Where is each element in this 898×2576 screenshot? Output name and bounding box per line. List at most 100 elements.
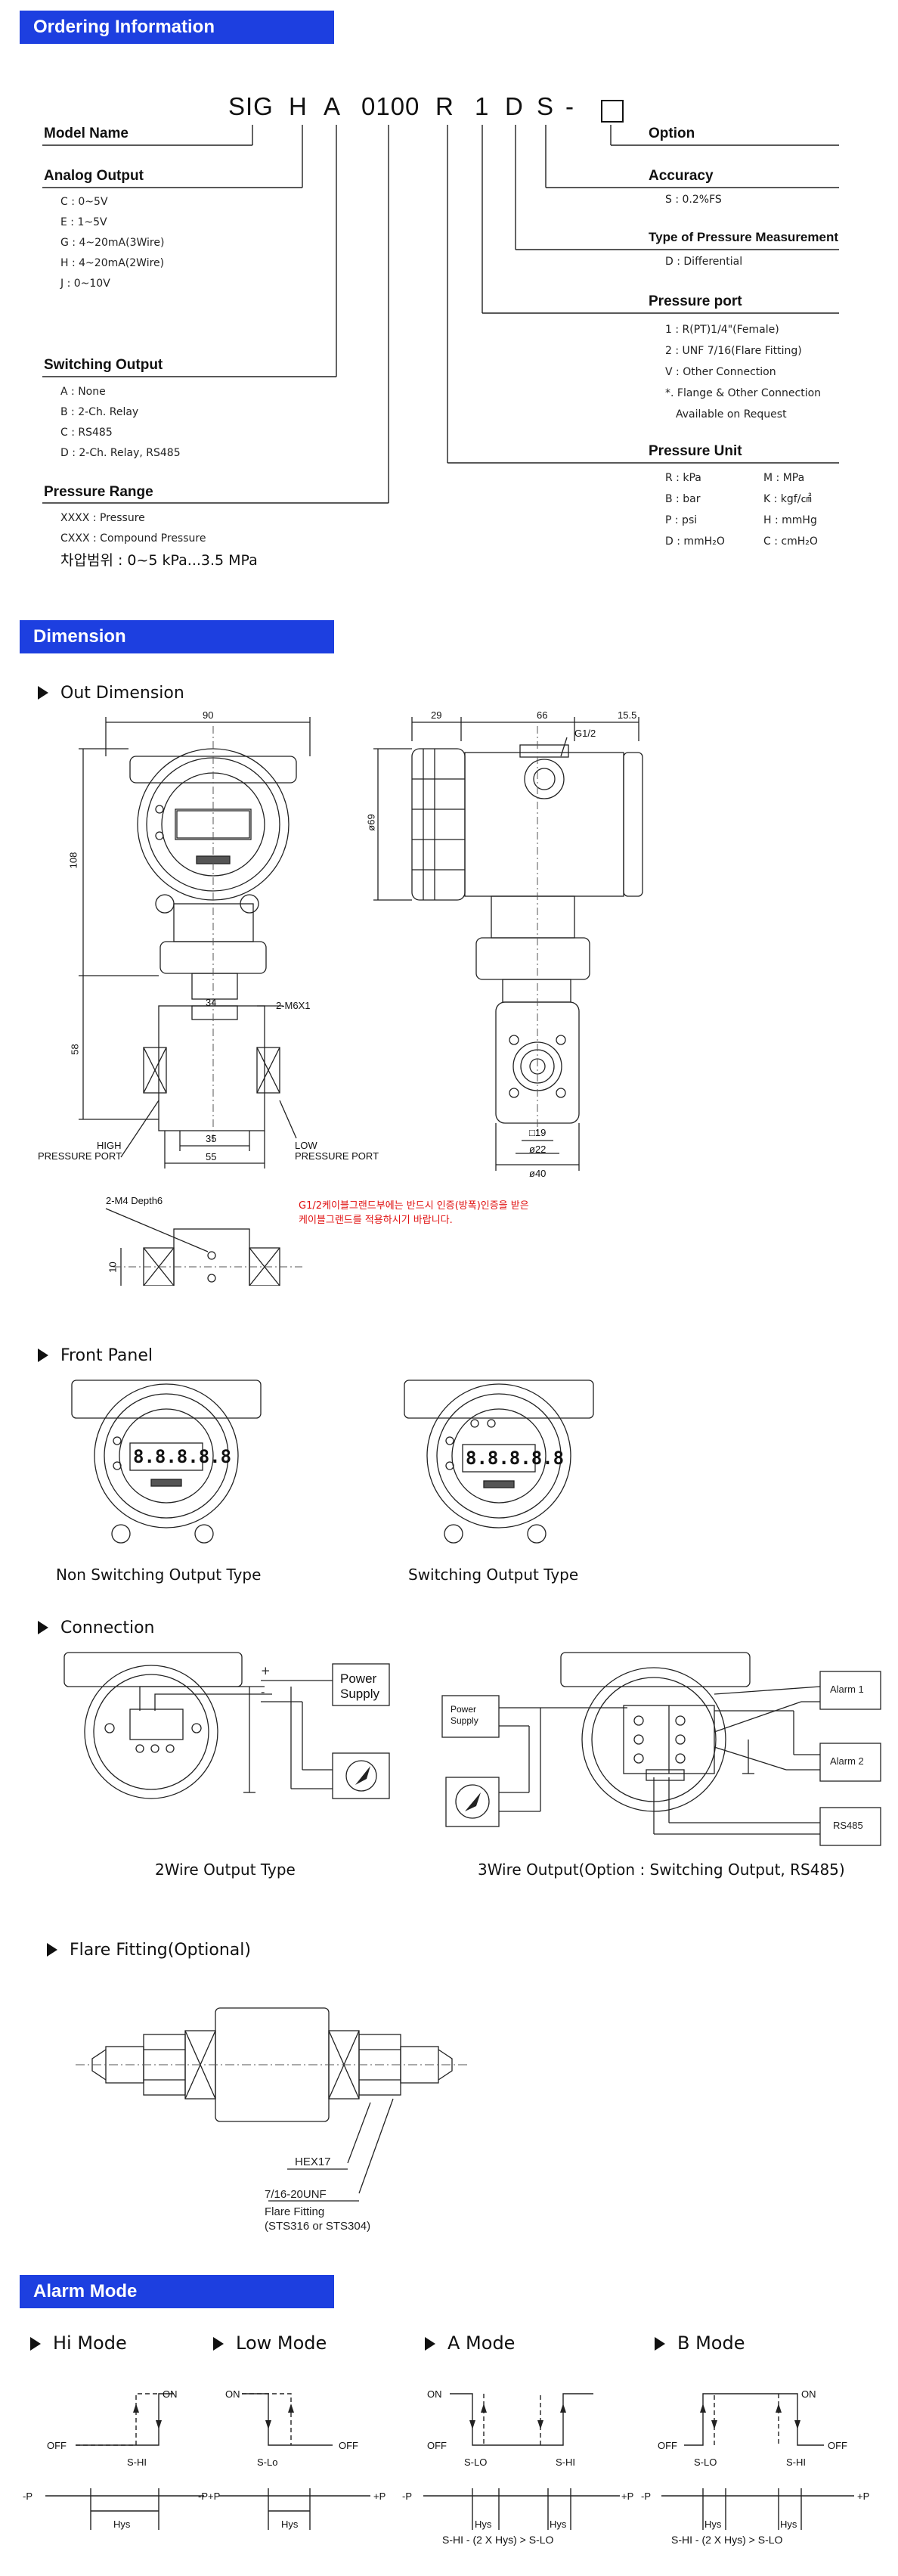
- b-hys-1: Hys: [704, 2519, 722, 2530]
- pressure-unit-title: Pressure Unit: [649, 443, 742, 459]
- analog-output-title: Analog Output: [44, 168, 144, 184]
- pressure-unit-right: M : MPa K : kgf/㎠ H : mmHg C : cmH₂O: [763, 472, 818, 548]
- triangle-bullet-icon: [30, 2337, 41, 2351]
- dim-90: 90: [203, 709, 214, 721]
- switching-output-title: Switching Output: [44, 357, 163, 373]
- triangle-bullet-icon: [425, 2337, 435, 2351]
- three-wire-caption: 3Wire Output(Option : Switching Output, …: [478, 1861, 845, 1879]
- pressure-unit-left: R : kPa B : bar P : psi D : mmH₂O: [665, 472, 725, 548]
- pressure-port-title: Pressure port: [649, 293, 742, 309]
- dim-m6: 2-M6X1: [276, 1000, 311, 1011]
- b-set-lo: S-LO: [694, 2457, 717, 2468]
- hi-pos-p: +P: [208, 2491, 221, 2502]
- dim-d40: ø40: [529, 1168, 547, 1179]
- a-hys-1: Hys: [475, 2519, 492, 2530]
- a-pos-p: +P: [621, 2491, 634, 2502]
- flare-fitting-note: Flare Fitting(STS316 or STS304): [265, 2205, 371, 2233]
- code-0100: 0100: [361, 92, 420, 120]
- front-panel-heading: Front Panel: [38, 1346, 153, 1365]
- measurement-item: D : Differential: [665, 256, 743, 268]
- triangle-bullet-icon: [38, 1349, 48, 1362]
- a-hys-2: Hys: [550, 2519, 567, 2530]
- low-label: LOW: [295, 1140, 317, 1151]
- b-mode-heading: B Mode: [655, 2332, 745, 2354]
- a-off-label: OFF: [427, 2440, 447, 2451]
- triangle-bullet-icon: [38, 1621, 48, 1634]
- a-set-hi: S-HI: [556, 2457, 575, 2468]
- accuracy-title: Accuracy: [649, 168, 714, 184]
- minus-sign-2wire: -: [261, 1685, 265, 1699]
- a-formula: S-HI - (2 X Hys) > S-LO: [442, 2534, 554, 2546]
- a-set-lo: S-LO: [464, 2457, 488, 2468]
- option-label: Option: [649, 126, 695, 141]
- b-off-label-2: OFF: [828, 2440, 847, 2451]
- pressure-range-title: Pressure Range: [44, 484, 153, 500]
- hi-set-label: S-HI: [127, 2457, 147, 2468]
- dim-29: 29: [431, 709, 442, 721]
- low-hys-label: Hys: [281, 2519, 299, 2530]
- pressure-range-list: XXXX : Pressure CXXX : Compound Pressure: [60, 512, 206, 545]
- b-set-hi: S-HI: [786, 2457, 806, 2468]
- code-1: 1: [475, 92, 490, 120]
- connection-heading: Connection: [38, 1619, 154, 1637]
- model-name-label: Model Name: [44, 126, 129, 141]
- out-dimension-heading: Out Dimension: [38, 684, 184, 703]
- triangle-bullet-icon: [47, 1943, 57, 1957]
- dim-15-5: 15.5: [618, 709, 637, 721]
- code-sig: SIG: [228, 92, 274, 120]
- b-formula: S-HI - (2 X Hys) > S-LO: [671, 2534, 783, 2546]
- hi-hys-label: Hys: [113, 2519, 131, 2530]
- pressure-range-note: 차압범위 : 0~5 kPa...3.5 MPa: [60, 552, 258, 569]
- flare-drawing: [76, 2007, 469, 2202]
- hi-on-label: ON: [163, 2388, 178, 2400]
- hi-off-label: OFF: [47, 2440, 67, 2451]
- alarm-section-header: Alarm Mode: [20, 2275, 334, 2308]
- low-neg-p: -P: [198, 2491, 208, 2502]
- hi-mode-heading: Hi Mode: [30, 2332, 127, 2354]
- code-a: A: [324, 92, 342, 120]
- connection-drawing: [63, 1652, 881, 1846]
- a-mode-heading: A Mode: [425, 2332, 515, 2354]
- code-d: D: [505, 92, 524, 120]
- front-panel-drawing: [71, 1380, 594, 1544]
- dim-g12: G1/2: [574, 728, 596, 739]
- dim-35: 35: [206, 1133, 217, 1144]
- code-h: H: [289, 92, 308, 120]
- b-neg-p: -P: [641, 2491, 651, 2502]
- switching-caption: Switching Output Type: [408, 1566, 579, 1584]
- pressure-port-list: 1 : R(PT)1/4"(Female) 2 : UNF 7/16(Flare…: [665, 324, 822, 421]
- low-set-label: S-Lo: [257, 2457, 278, 2468]
- hi-neg-p: -P: [23, 2491, 33, 2502]
- non-switching-caption: Non Switching Output Type: [56, 1566, 262, 1584]
- code-r: R: [435, 92, 454, 120]
- analog-output-list: C : 0~5V E : 1~5V G : 4~20mA(3Wire) H : …: [60, 196, 165, 290]
- cable-gland-warning: G1/2케이블그랜드부에는 반드시 인증(방폭)인증을 받은 케이블그랜드를 적…: [299, 1200, 529, 1226]
- measurement-title: Type of Pressure Measurement: [649, 230, 838, 244]
- a-neg-p: -P: [402, 2491, 412, 2502]
- triangle-bullet-icon: [38, 686, 48, 700]
- high-port-label: PRESSURE PORT: [38, 1150, 122, 1162]
- display-digits-1: 8.8.8.8.8: [133, 1446, 232, 1467]
- high-label: HIGH: [97, 1140, 122, 1151]
- low-pos-p: +P: [373, 2491, 386, 2502]
- low-mode-heading: Low Mode: [213, 2332, 327, 2354]
- a-on-label: ON: [427, 2388, 442, 2400]
- triangle-bullet-icon: [213, 2337, 224, 2351]
- b-off-label: OFF: [658, 2440, 677, 2451]
- b-on-label: ON: [801, 2388, 816, 2400]
- hex17-label: HEX17: [295, 2155, 331, 2168]
- rs485-box: RS485: [833, 1820, 863, 1831]
- low-off-label: OFF: [339, 2440, 358, 2451]
- b-hys-2: Hys: [780, 2519, 797, 2530]
- accuracy-item: S : 0.2%FS: [665, 194, 722, 206]
- triangle-bullet-icon: [655, 2337, 665, 2351]
- dim-m4: 2-M4 Depth6: [106, 1195, 163, 1206]
- dim-d22: ø22: [529, 1144, 547, 1155]
- code-s: S: [537, 92, 555, 120]
- unf-label: 7/16-20UNF: [265, 2188, 327, 2201]
- switching-output-list: A : None B : 2-Ch. Relay C : RS485 D : 2…: [60, 386, 181, 459]
- low-on-label: ON: [225, 2388, 240, 2400]
- plus-sign-2wire: +: [261, 1664, 271, 1678]
